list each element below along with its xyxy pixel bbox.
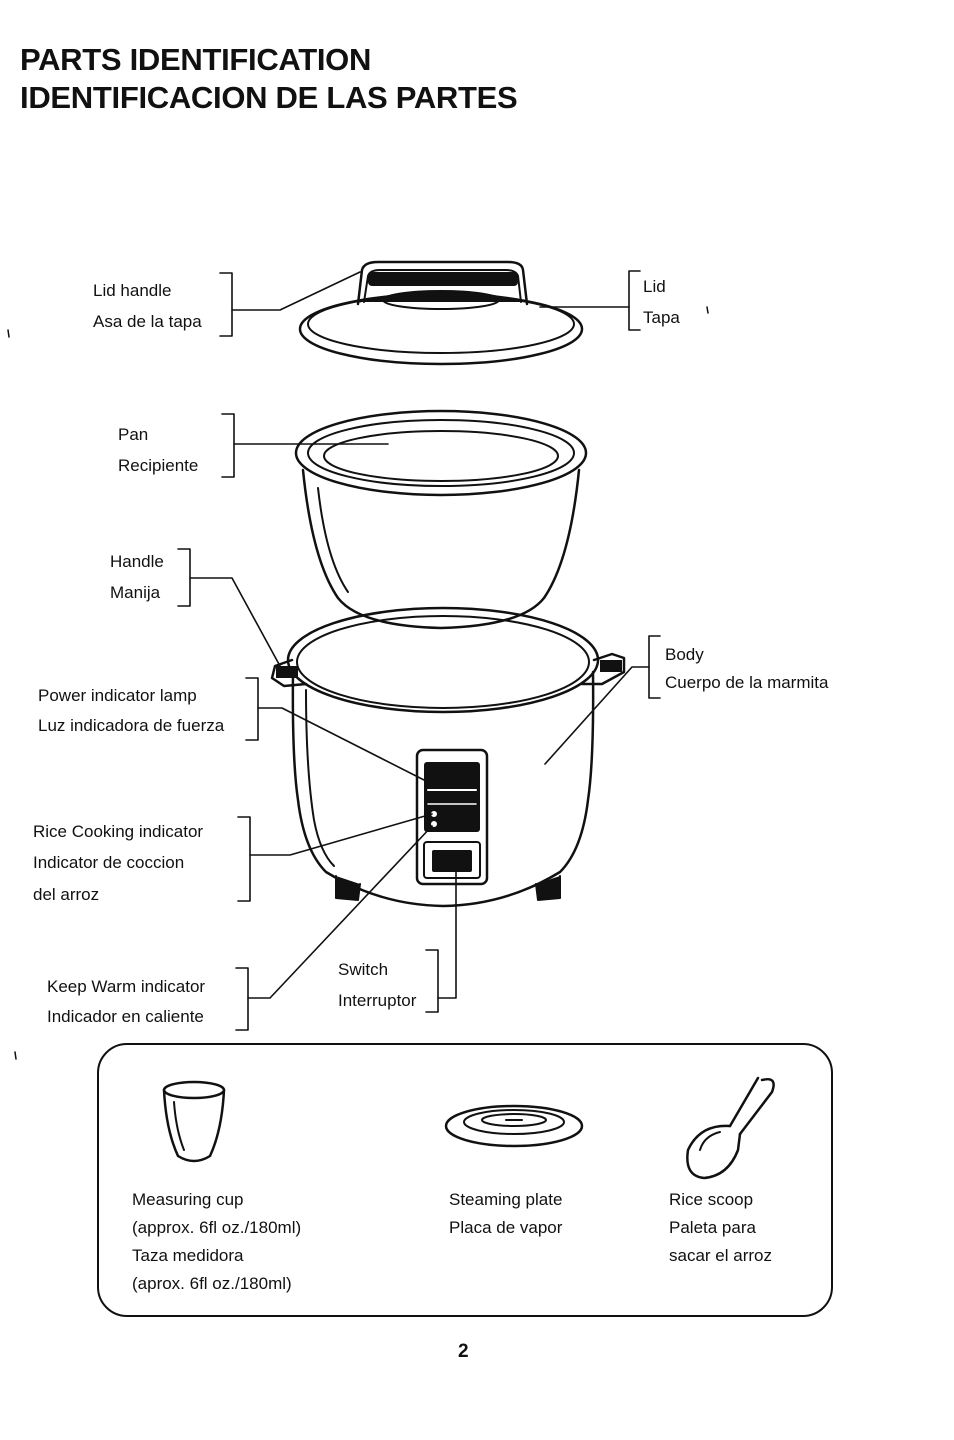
label-power-lamp-es: Luz indicadora de fuerza	[38, 716, 225, 735]
label-lid-handle-es: Asa de la tapa	[93, 312, 202, 331]
label-switch-en: Switch	[338, 960, 389, 979]
label-lid-handle-en: Lid handle	[93, 281, 172, 300]
label-rice-cooking-es2: del arroz	[33, 885, 100, 904]
measuring-cup-illustration	[162, 1080, 226, 1163]
label-handle-es: Manija	[110, 583, 161, 602]
label-power-lamp-en: Power indicator lamp	[38, 686, 197, 705]
measuring-cup-capacity-en: (approx. 6fl oz./180ml)	[132, 1218, 302, 1237]
label-rice-cooking-en: Rice Cooking indicator	[33, 822, 204, 841]
pan-illustration	[294, 409, 588, 630]
stray-mark	[7, 329, 10, 338]
label-pan-es: Recipiente	[118, 456, 199, 475]
measuring-cup-capacity-es: (aprox. 6fl oz./180ml)	[132, 1274, 292, 1293]
label-body-en: Body	[665, 645, 704, 664]
measuring-cup-name-es: Taza medidora	[132, 1246, 244, 1265]
steaming-plate-illustration	[444, 1104, 584, 1148]
body-illustration	[270, 606, 626, 908]
label-switch-es: Interruptor	[338, 991, 417, 1010]
label-keep-warm-en: Keep Warm indicator	[47, 977, 206, 996]
rice-scoop-illustration	[686, 1076, 775, 1180]
label-rice-cooking-es1: Indicator de coccion	[33, 853, 185, 872]
measuring-cup-name-en: Measuring cup	[132, 1190, 244, 1209]
label-handle-en: Handle	[110, 552, 164, 571]
page-number: 2	[458, 1341, 469, 1362]
lid-illustration	[298, 260, 584, 366]
leader-lines	[177, 270, 661, 1031]
steaming-plate-name-en: Steaming plate	[449, 1190, 563, 1209]
rice-scoop-name-es2: sacar el arroz	[669, 1246, 772, 1265]
label-lid-es: Tapa	[643, 308, 680, 327]
label-keep-warm-es: Indicador en caliente	[47, 1007, 204, 1026]
page-title-es: IDENTIFICACION DE LAS PARTES	[20, 80, 518, 115]
steaming-plate-name-es: Placa de vapor	[449, 1218, 563, 1237]
rice-scoop-name-es1: Paleta para	[669, 1218, 756, 1237]
label-pan-en: Pan	[118, 425, 149, 444]
page-title-en: PARTS IDENTIFICATION	[20, 42, 372, 77]
label-lid-en: Lid	[643, 277, 666, 296]
accessory-measuring-cup: Measuring cup (approx. 6fl oz./180ml) Ta…	[132, 1186, 301, 1298]
label-body-es: Cuerpo de la marmita	[665, 673, 829, 692]
stray-mark	[14, 1051, 17, 1060]
accessory-steaming-plate: Steaming plate Placa de vapor	[449, 1186, 562, 1242]
accessories-box	[97, 1043, 833, 1317]
accessory-rice-scoop: Rice scoop Paleta para sacar el arroz	[669, 1186, 772, 1270]
stray-mark	[706, 306, 709, 314]
rice-scoop-name-en: Rice scoop	[669, 1190, 754, 1209]
